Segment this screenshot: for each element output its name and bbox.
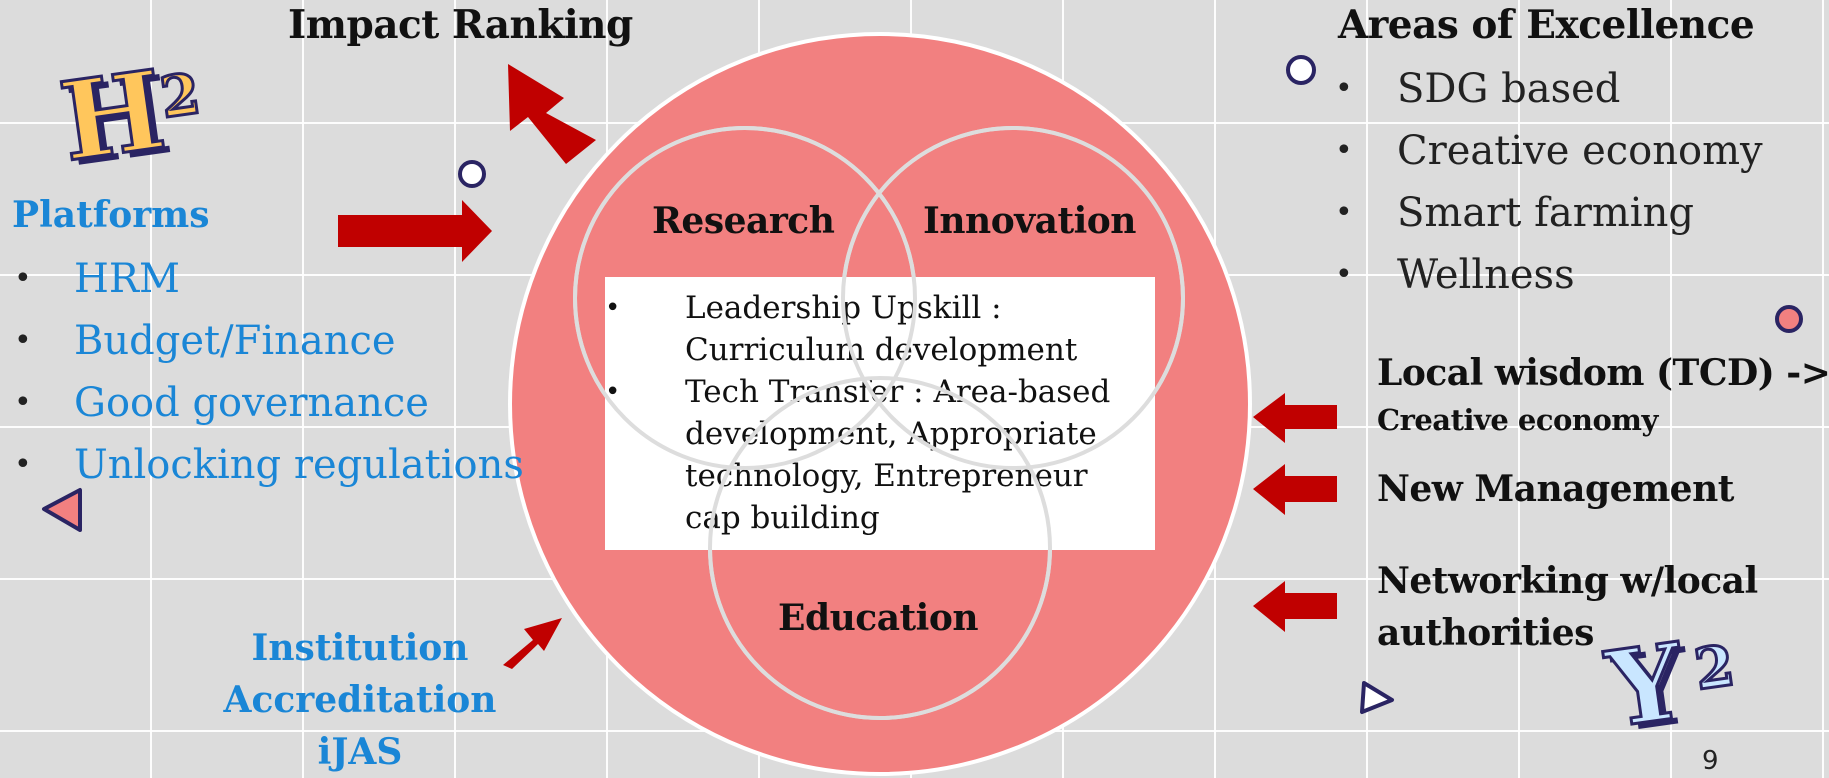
- arrow-new-management: [1253, 464, 1337, 515]
- center-list: •Leadership Upskill :Curriculum developm…: [605, 287, 1155, 539]
- page-number: 9: [1702, 746, 1719, 776]
- accreditation-line3: iJAS: [317, 731, 403, 773]
- new-management-label: New Management: [1377, 468, 1734, 510]
- deco-triangle-icon: [42, 488, 82, 532]
- svg-text:2: 2: [156, 61, 204, 132]
- platforms-title: Platforms: [12, 194, 210, 236]
- accreditation-line2: Accreditation: [223, 679, 497, 721]
- svg-text:2: 2: [1691, 632, 1739, 703]
- local-wisdom-label: Local wisdom (TCD) ->: [1377, 352, 1829, 394]
- arrow-networking: [1253, 581, 1337, 632]
- creative-economy-label: Creative economy: [1377, 403, 1658, 437]
- svg-text:H: H: [60, 52, 179, 191]
- list-item: •SDG based: [1335, 66, 1621, 112]
- arrow-impact-ranking: [508, 64, 596, 164]
- venn-label-education: Education: [778, 597, 979, 639]
- deco-triangle-icon: [1360, 681, 1394, 714]
- areas-list: •SDG based •Creative economy •Smart farm…: [1335, 58, 1763, 306]
- networking-label: Networking w/local: [1377, 560, 1758, 602]
- list-item: •HRM: [14, 256, 180, 302]
- arrow-local-wisdom: [1253, 393, 1337, 443]
- list-item: •Unlocking regulations: [14, 442, 524, 488]
- platforms-list: •HRM •Budget/Finance •Good governance •U…: [14, 248, 524, 496]
- arrow-platforms: [338, 200, 492, 262]
- list-item: •Leadership Upskill :Curriculum developm…: [605, 290, 1078, 368]
- arrow-accreditation: [503, 618, 562, 669]
- h2-logo: H H 2: [52, 46, 206, 192]
- y2-logo: Y Y 2: [1598, 617, 1740, 756]
- accreditation-label: Institution Accreditation iJAS: [200, 622, 520, 778]
- list-item: •Smart farming: [1335, 190, 1694, 236]
- accreditation-line1: Institution: [251, 627, 469, 669]
- areas-title: Areas of Excellence: [1338, 2, 1755, 48]
- list-item: •Creative economy: [1335, 128, 1763, 174]
- impact-ranking-label: Impact Ranking: [288, 2, 633, 48]
- list-item: •Good governance: [14, 380, 429, 426]
- svg-text:H: H: [53, 47, 172, 186]
- deco-circle-icon: [1775, 305, 1803, 333]
- center-text-box: •Leadership Upskill :Curriculum developm…: [605, 277, 1155, 550]
- deco-circle-icon: [458, 160, 486, 188]
- list-item: •Budget/Finance: [14, 318, 396, 364]
- deco-circle-icon: [1286, 55, 1316, 85]
- venn-label-innovation: Innovation: [923, 200, 1136, 242]
- venn-label-research: Research: [652, 200, 835, 242]
- list-item: •Wellness: [1335, 252, 1575, 298]
- networking-label-line2: authorities: [1377, 612, 1594, 654]
